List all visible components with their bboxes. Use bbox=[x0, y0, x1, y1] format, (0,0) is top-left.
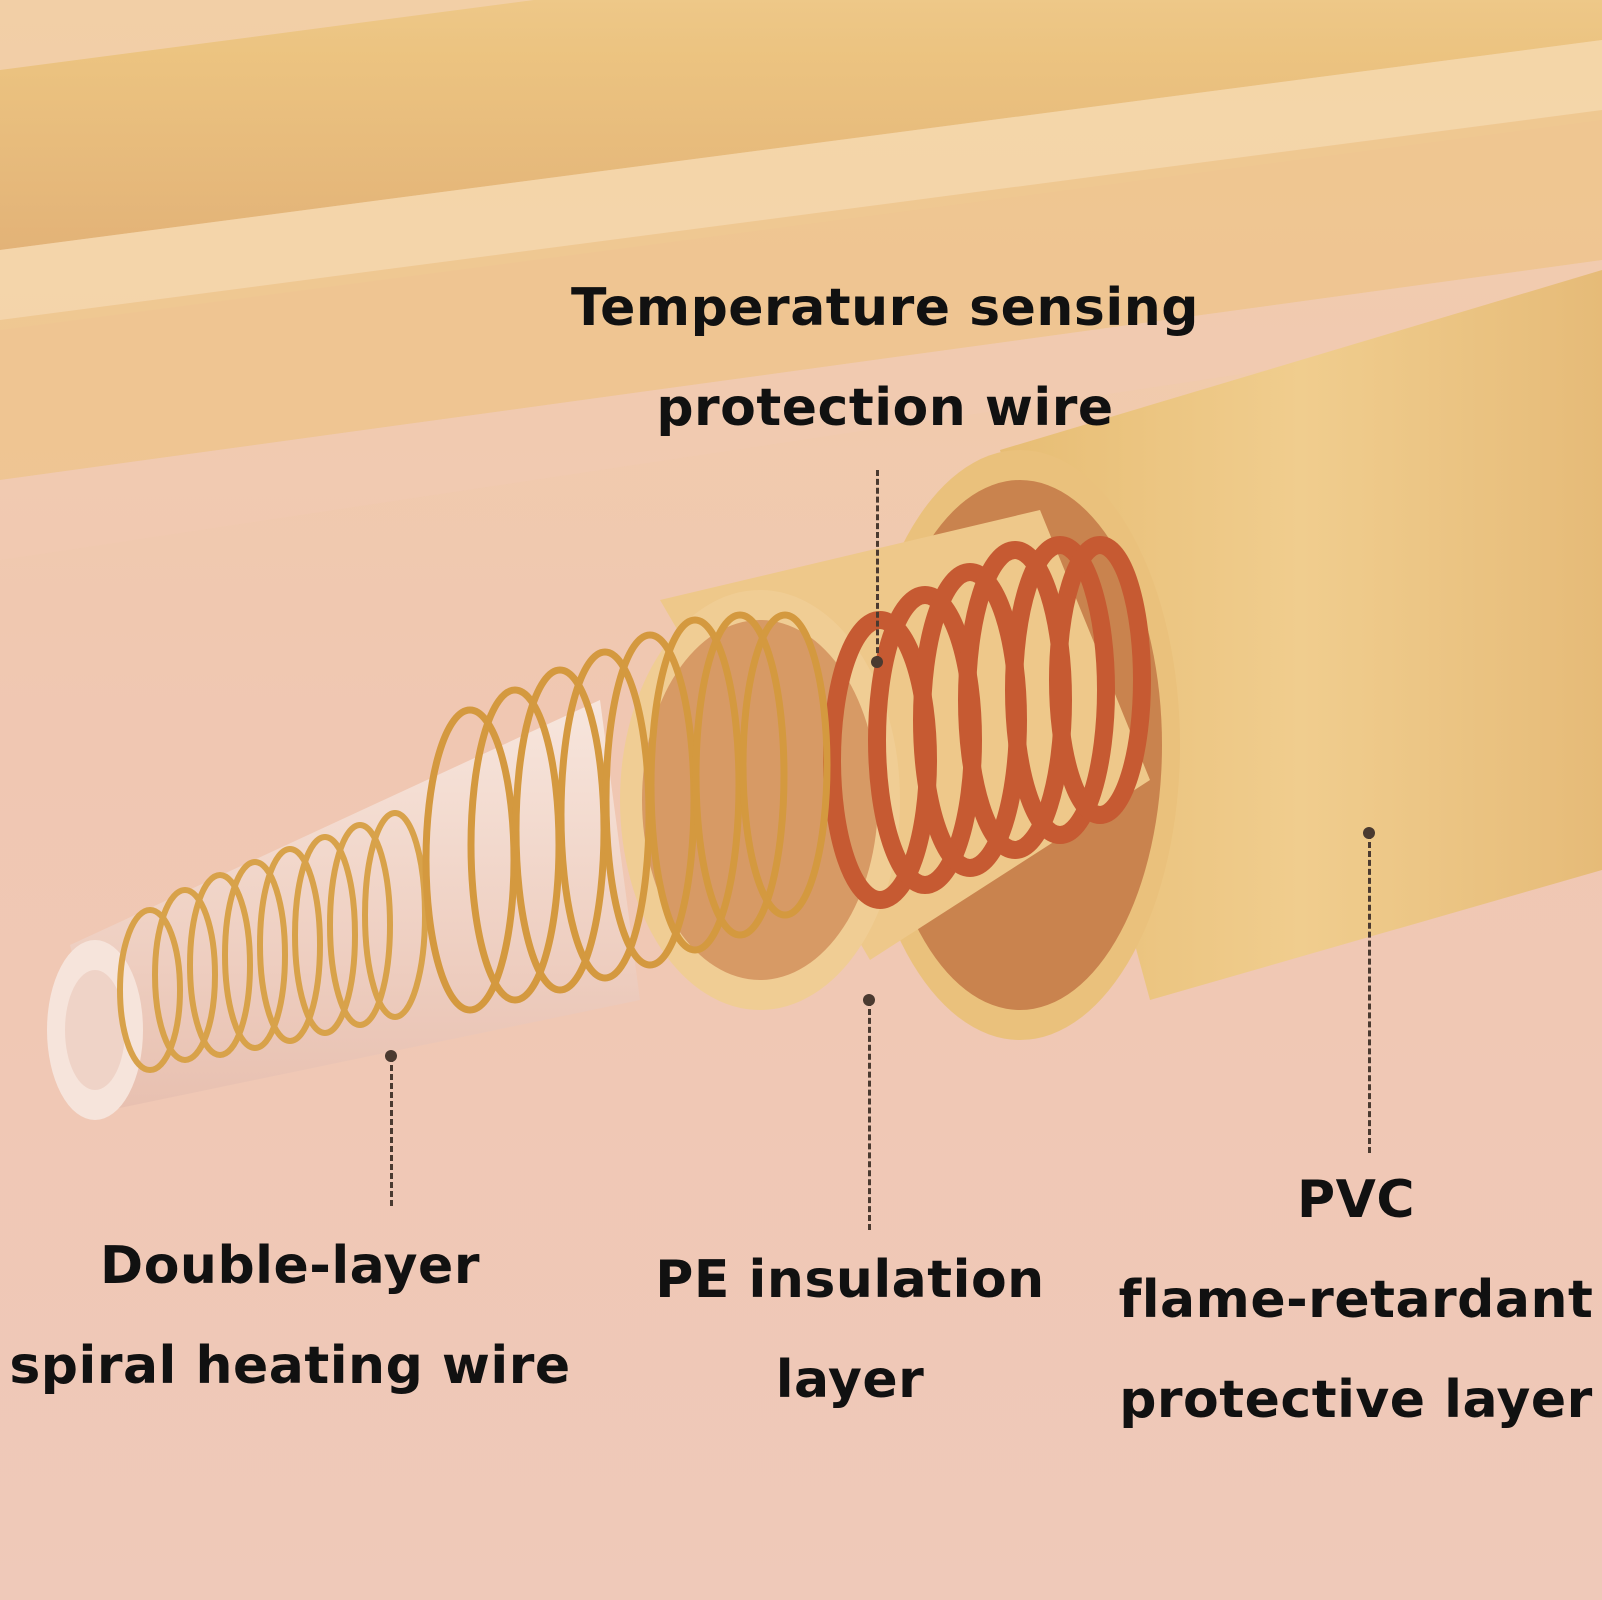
double-layer-leader bbox=[390, 1056, 393, 1206]
label-double-layer-line2: spiral heating wire bbox=[9, 1336, 571, 1396]
background-tube-shadow bbox=[0, 260, 1602, 560]
label-double-layer-line1: Double-layer bbox=[100, 1236, 480, 1296]
label-pvc-line2: flame-retardant bbox=[1118, 1270, 1594, 1330]
spiral-heating-coil-large bbox=[422, 611, 831, 1014]
label-pvc-line1: PVC bbox=[1296, 1170, 1416, 1230]
label-pvc-line3: protective layer bbox=[1119, 1370, 1593, 1430]
pe-insulation-leader bbox=[868, 1000, 871, 1230]
spiral-heating-coil-small bbox=[117, 810, 428, 1073]
background-tube-highlight bbox=[0, 40, 1602, 330]
label-temperature-sensing: Temperature sensing protection wire bbox=[560, 258, 1210, 458]
label-double-layer: Double-layer spiral heating wire bbox=[0, 1216, 580, 1416]
background-tube-top bbox=[0, 0, 1602, 250]
core-end-inner bbox=[65, 970, 125, 1090]
double-layer-dot bbox=[385, 1050, 397, 1062]
label-temperature-sensing-line1: Temperature sensing bbox=[571, 278, 1199, 338]
pvc-leader bbox=[1368, 833, 1371, 1153]
pvc-dot bbox=[1363, 827, 1375, 839]
temperature-sensing-dot bbox=[871, 656, 883, 668]
background-tube-middle bbox=[0, 110, 1602, 480]
label-pvc: PVC flame-retardant protective layer bbox=[1110, 1150, 1602, 1450]
label-pe-insulation: PE insulation layer bbox=[640, 1230, 1060, 1430]
temperature-sensing-leader bbox=[876, 470, 879, 662]
temperature-sensing-coil bbox=[823, 536, 1151, 909]
pe-insulation-dot bbox=[863, 994, 875, 1006]
label-pe-insulation-line1: PE insulation bbox=[655, 1250, 1045, 1310]
label-pe-insulation-line2: layer bbox=[775, 1350, 925, 1410]
label-temperature-sensing-line2: protection wire bbox=[656, 378, 1114, 438]
